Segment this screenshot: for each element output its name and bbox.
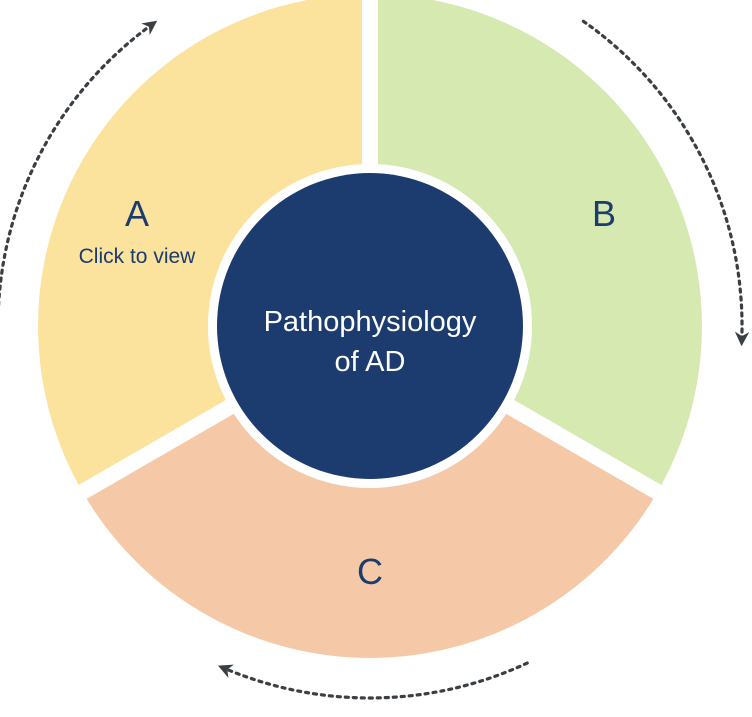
segment-b-letter: B	[592, 193, 616, 234]
segment-a[interactable]: A Click to view	[38, 0, 362, 485]
center-hub[interactable]: Pathophysiology of AD	[208, 164, 532, 488]
center-title-line1: Pathophysiology	[264, 306, 477, 338]
segment-b[interactable]: B	[378, 0, 702, 485]
center-title-line2: of AD	[335, 346, 406, 378]
segment-b-shape	[378, 0, 702, 485]
segment-c-shape	[86, 413, 654, 658]
segment-a-sublabel: Click to view	[79, 245, 197, 268]
segment-c-letter: C	[357, 551, 383, 592]
cycle-arrow-b-icon	[581, 19, 750, 347]
cycle-arrow-c-icon	[217, 661, 529, 700]
segment-c[interactable]: C	[86, 413, 654, 658]
cycle-arrow-a-icon	[0, 20, 158, 310]
segment-a-shape	[38, 0, 362, 485]
center-hub-disc	[217, 173, 523, 479]
segment-a-letter: A	[125, 193, 149, 234]
